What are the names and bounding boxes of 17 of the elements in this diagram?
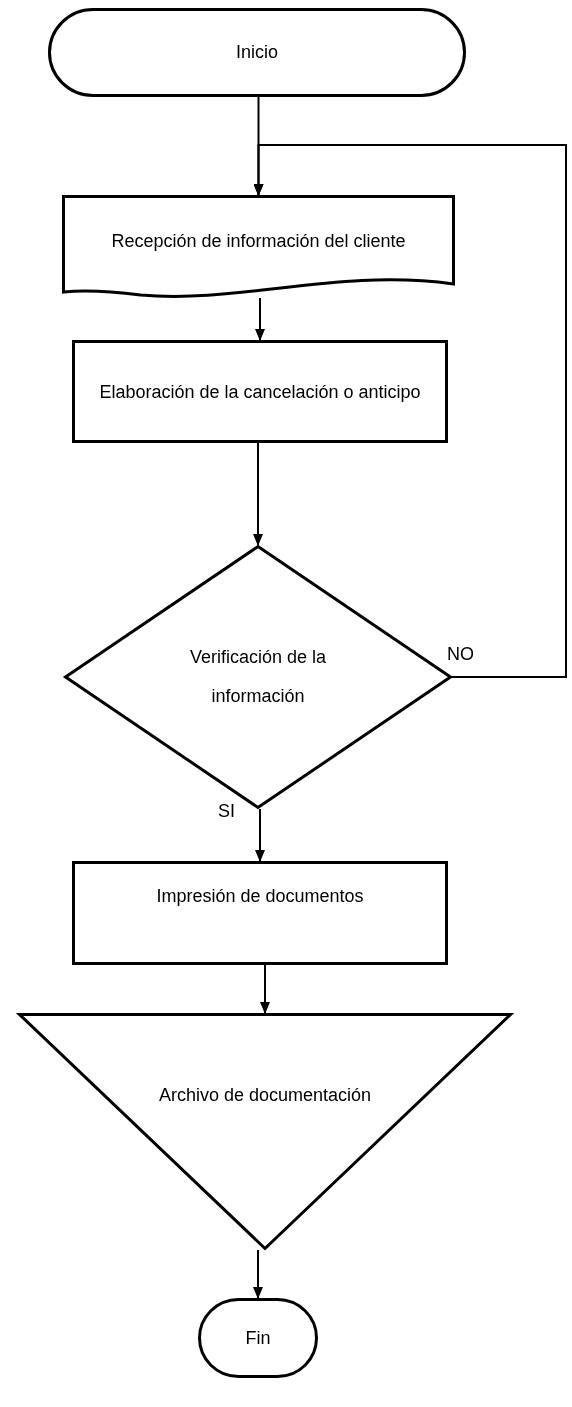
node-text: Recepción de información del cliente	[111, 229, 406, 253]
node-text: Inicio	[236, 41, 278, 64]
node-text: Impresión de documentos	[156, 884, 364, 908]
arrow	[260, 964, 270, 1014]
arrow	[253, 1249, 263, 1299]
document-shape	[62, 195, 455, 298]
arrow	[253, 144, 567, 678]
node-text: Elaboración de la cancelación o anticipo	[99, 380, 421, 404]
process-box	[72, 340, 448, 443]
node-text: Fin	[245, 1326, 271, 1350]
arrow	[255, 297, 265, 341]
node-text: Verificación de la información	[188, 646, 328, 708]
archive-triangle	[18, 1013, 512, 1250]
process-box	[72, 861, 448, 965]
arrow	[255, 808, 265, 862]
node-text: Archivo de documentación	[158, 1083, 372, 1107]
arrow	[253, 442, 263, 546]
